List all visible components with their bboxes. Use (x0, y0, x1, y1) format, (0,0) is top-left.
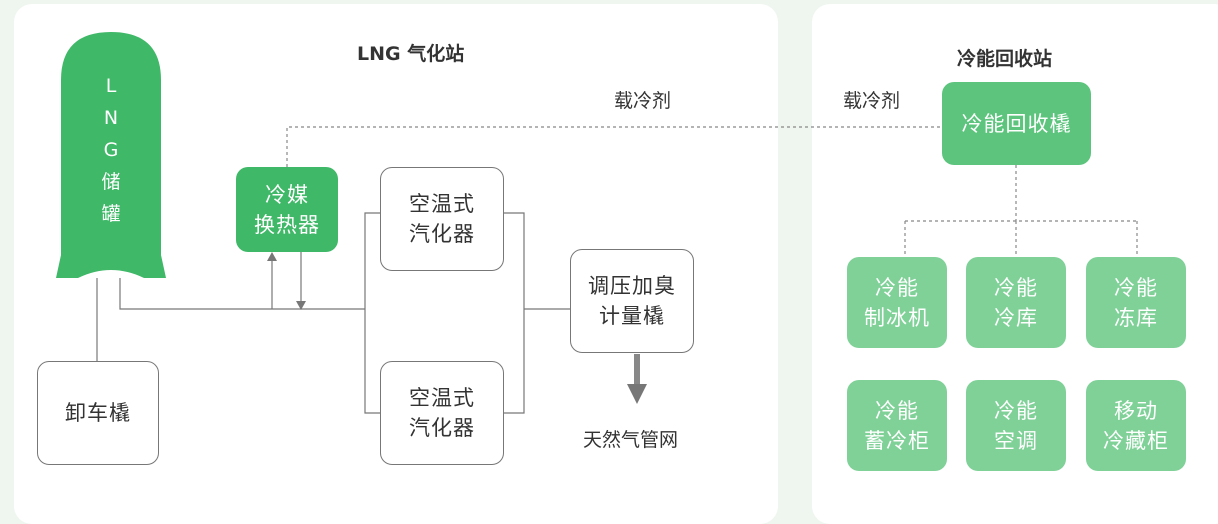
node-label: 冻库 (1114, 305, 1158, 330)
node-label: 冷能 (994, 398, 1038, 423)
tank-label-char: L (105, 75, 117, 97)
tank-label-char: N (103, 107, 119, 129)
node-label: 空调 (994, 428, 1038, 453)
ambient-vaporizer-top-node: 空温式 汽化器 (380, 167, 504, 271)
cold-station-title: 冷能回收站 (957, 48, 1053, 70)
node-label: 冷能 (1114, 275, 1158, 300)
tank-label: L N G 储 罐 (56, 70, 166, 230)
node-label: 冷媒 (265, 182, 309, 207)
node-label: 移动 (1114, 398, 1158, 423)
tank-shape (56, 32, 166, 278)
node-label: 冷能 (875, 398, 919, 423)
node-label: 冷能 (994, 275, 1038, 300)
cold-storage-node: 冷能 冷库 (966, 257, 1066, 348)
node-label: 换热器 (254, 212, 320, 237)
lng-storage-tank: L N G 储 罐 (56, 30, 166, 280)
lng-station-title: LNG 气化站 (357, 43, 465, 65)
unloading-skid-node: 卸车橇 (37, 361, 159, 465)
node-label: 空温式 (409, 386, 475, 410)
regulating-skid-node: 调压加臭 计量橇 (570, 249, 694, 353)
freezer-storage-node: 冷能 冻库 (1086, 257, 1186, 348)
refrigerant-heat-exchanger-node: 冷媒 换热器 (236, 167, 338, 252)
tank-label-char: 罐 (101, 203, 121, 225)
node-label: 调压加臭 (588, 274, 676, 298)
node-label: 冷藏柜 (1103, 428, 1169, 453)
node-label: 蓄冷柜 (864, 428, 930, 453)
tank-label-char: 储 (101, 171, 121, 193)
mobile-cold-cabinet-node: 移动 冷藏柜 (1086, 380, 1186, 471)
cold-storage-cabinet-node: 冷能 蓄冷柜 (847, 380, 947, 471)
node-label: 计量橇 (599, 304, 665, 328)
node-label: 冷能 (875, 275, 919, 300)
node-label: 冷能回收橇 (961, 111, 1072, 136)
refrigerant-label-right: 载冷剂 (843, 90, 901, 112)
gas-network-label: 天然气管网 (583, 429, 679, 451)
node-label: 汽化器 (409, 416, 475, 440)
node-label: 汽化器 (409, 222, 475, 246)
ambient-vaporizer-bottom-node: 空温式 汽化器 (380, 361, 504, 465)
tank-label-char: G (103, 139, 119, 161)
node-label: 空温式 (409, 192, 475, 216)
cold-air-conditioning-node: 冷能 空调 (966, 380, 1066, 471)
cold-ice-maker-node: 冷能 制冰机 (847, 257, 947, 348)
node-label: 制冰机 (864, 305, 930, 330)
refrigerant-label-left: 载冷剂 (614, 90, 672, 112)
node-label: 冷库 (994, 305, 1038, 330)
cold-recovery-skid-node: 冷能回收橇 (942, 82, 1091, 165)
node-label: 卸车橇 (65, 401, 131, 425)
